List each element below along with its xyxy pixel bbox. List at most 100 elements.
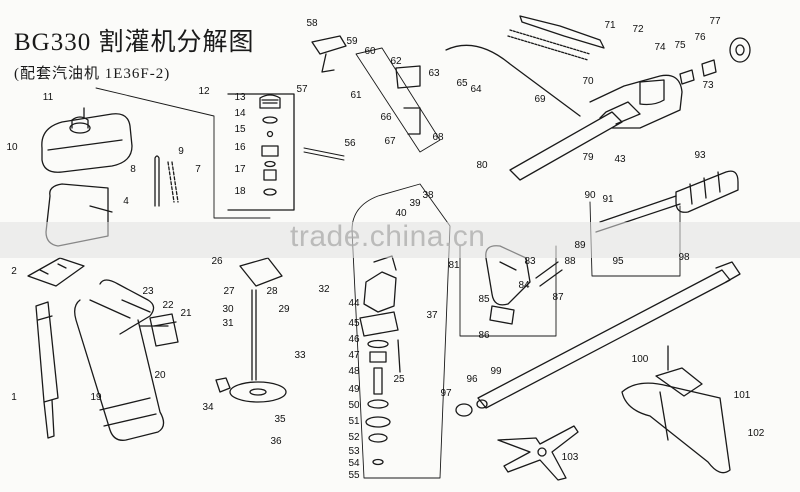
spacer	[263, 169, 277, 181]
part-number-26: 26	[211, 256, 223, 267]
part-number-102: 102	[747, 428, 765, 439]
part-number-73: 73	[702, 80, 714, 91]
bolt	[397, 339, 401, 373]
part-number-68: 68	[432, 132, 444, 143]
part-number-45: 45	[348, 318, 360, 329]
blade-hub	[249, 388, 267, 396]
part-number-32: 32	[318, 284, 330, 295]
part-number-61: 61	[350, 90, 362, 101]
part-number-35: 35	[274, 414, 286, 425]
washer-51	[365, 416, 391, 428]
part-number-101: 101	[733, 390, 751, 401]
rod	[303, 147, 345, 161]
drive-shaft-tube	[509, 111, 623, 181]
part-number-53: 53	[348, 446, 360, 457]
part-number-77: 77	[709, 16, 721, 27]
gear-cover	[359, 311, 399, 337]
cutting-blade	[497, 425, 579, 481]
mount-plate	[239, 257, 283, 287]
blade-guard-disc	[229, 381, 287, 403]
part-number-81: 81	[448, 260, 460, 271]
diagram-subtitle: (配套汽油机 1E36F-2)	[14, 66, 171, 82]
part-number-51: 51	[348, 416, 360, 427]
part-number-15: 15	[234, 124, 246, 135]
part-number-52: 52	[348, 432, 360, 443]
part-number-21: 21	[180, 308, 192, 319]
callout-box-37	[351, 183, 451, 479]
part-number-37: 37	[426, 310, 438, 321]
part-number-46: 46	[348, 334, 360, 345]
part-number-66: 66	[380, 112, 392, 123]
part-number-34: 34	[202, 402, 214, 413]
part-number-17: 17	[234, 164, 246, 175]
part-number-75: 75	[674, 40, 686, 51]
bushing-97	[455, 403, 473, 417]
part-number-28: 28	[266, 286, 278, 297]
part-number-79: 79	[582, 152, 594, 163]
washer	[262, 116, 278, 124]
part-number-96: 96	[466, 374, 478, 385]
part-number-29: 29	[278, 304, 290, 315]
part-number-91: 91	[602, 194, 614, 205]
part-number-71: 71	[604, 20, 616, 31]
part-number-103: 103	[561, 452, 579, 463]
fuel-tank	[41, 107, 133, 173]
part-number-74: 74	[654, 42, 666, 53]
part-number-9: 9	[178, 146, 184, 157]
bushing-96	[476, 399, 488, 409]
pin	[266, 130, 274, 138]
part-number-84: 84	[518, 280, 530, 291]
part-number-10: 10	[6, 142, 18, 153]
part-number-43: 43	[614, 154, 626, 165]
shaft-rod	[251, 289, 257, 381]
part-number-90: 90	[584, 190, 596, 201]
part-number-2: 2	[11, 266, 17, 277]
throttle-handle	[35, 301, 59, 439]
part-number-64: 64	[470, 84, 482, 95]
clamp-plate	[149, 313, 179, 347]
lock-washer	[263, 188, 277, 196]
part-number-99: 99	[490, 366, 502, 377]
bearing	[369, 351, 387, 363]
part-number-86: 86	[478, 330, 490, 341]
hex-nut	[215, 377, 231, 393]
cup-52	[368, 433, 388, 443]
part-number-49: 49	[348, 384, 360, 395]
clamp-bracket	[655, 345, 703, 397]
part-number-7: 7	[195, 164, 201, 175]
part-number-63: 63	[428, 68, 440, 79]
part-number-14: 14	[234, 108, 246, 119]
part-number-98: 98	[678, 252, 690, 263]
seal	[367, 339, 389, 349]
part-number-19: 19	[90, 392, 102, 403]
diagram-title: BG330 割灌机分解图	[14, 29, 255, 56]
part-number-30: 30	[222, 304, 234, 315]
part-number-23: 23	[142, 286, 154, 297]
part-number-95: 95	[612, 256, 624, 267]
part-number-60: 60	[364, 46, 376, 57]
part-number-100: 100	[631, 354, 649, 365]
cable-end	[519, 15, 605, 49]
switch-bracket	[395, 65, 421, 135]
part-number-18: 18	[234, 186, 246, 197]
part-number-85: 85	[478, 294, 490, 305]
part-number-58: 58	[306, 18, 318, 29]
callout-box-12	[227, 93, 295, 211]
part-number-97: 97	[440, 388, 452, 399]
part-number-88: 88	[564, 256, 576, 267]
part-number-72: 72	[632, 24, 644, 35]
part-number-16: 16	[234, 142, 246, 153]
part-number-87: 87	[552, 292, 564, 303]
watermark: trade.china.cn	[290, 220, 486, 253]
spindle	[373, 367, 383, 395]
part-number-39: 39	[409, 198, 421, 209]
part-number-83: 83	[524, 256, 536, 267]
part-number-40: 40	[395, 208, 407, 219]
part-number-4: 4	[123, 196, 129, 207]
blade-center	[537, 447, 547, 457]
part-number-36: 36	[270, 436, 282, 447]
part-number-12: 12	[198, 86, 210, 97]
part-number-50: 50	[348, 400, 360, 411]
